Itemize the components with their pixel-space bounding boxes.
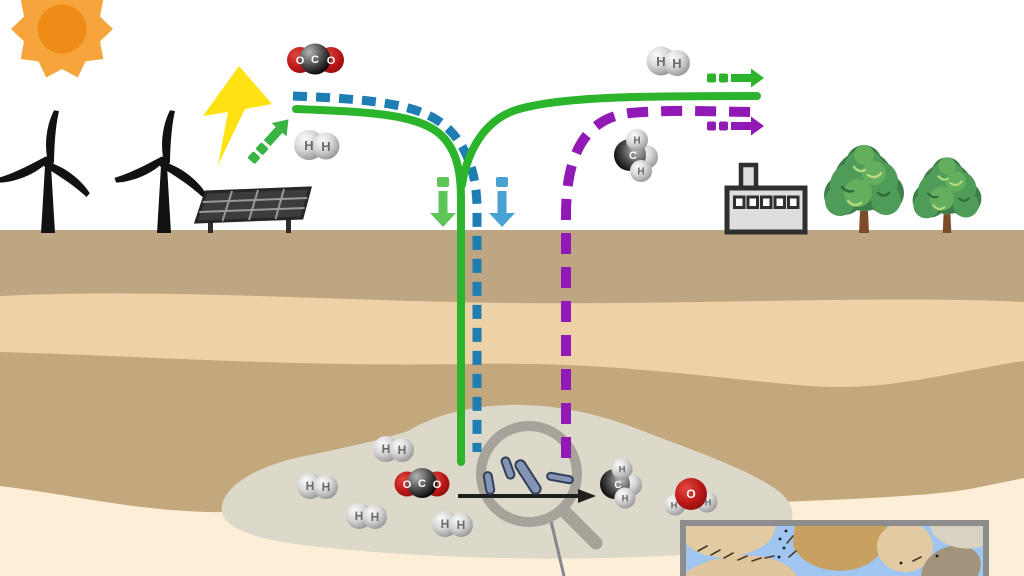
magnifier-icon [476,421,603,550]
inset-callout-line [549,520,566,576]
sand-grain [686,526,776,557]
grain-hatching [697,535,922,562]
co2-molecule-reservoir: O C O [394,468,450,498]
reaction-arrow [458,489,596,503]
svg-text:H: H [633,136,640,147]
svg-text:H: H [371,510,380,524]
h2-withdrawal-line [458,92,761,189]
electricity-arrow-icon [248,119,289,164]
h2-molecule-reservoir-4: H H [432,511,473,537]
svg-text:H: H [398,443,407,457]
h2o-molecule-reservoir: H O H [664,478,718,516]
pore-dots [777,529,939,565]
ch4-output-arrow [707,116,764,136]
porous-rock-inset [680,520,989,576]
sun-icon [11,0,113,78]
h2-molecule-surface-right: H H [646,46,690,76]
tree-icon [822,143,906,235]
svg-text:C: C [418,478,426,490]
microbes-icon [482,456,574,495]
sand-grain [929,526,983,549]
svg-text:C: C [311,54,319,66]
h2-output-arrow [707,68,764,88]
green-down-arrow [430,177,456,227]
svg-text:H: H [441,517,450,531]
ch4-production-line [561,105,758,458]
sand-grain [877,526,933,572]
svg-text:H: H [619,465,626,476]
svg-text:H: H [622,494,629,505]
h2-molecule-surface-left: H H [294,130,340,160]
svg-text:O: O [296,55,305,67]
tree-icon [911,156,983,235]
svg-text:C: C [629,150,637,162]
svg-text:H: H [355,509,364,523]
h2-molecule-reservoir-2: H H [297,473,338,499]
wind-turbine-icon [113,109,208,233]
inset-border [680,520,989,576]
svg-text:C: C [614,480,621,491]
svg-text:O: O [686,487,695,501]
svg-text:O: O [327,55,336,67]
sand-grain [793,526,888,571]
svg-text:H: H [705,498,712,509]
factory-icon [724,162,808,235]
svg-text:H: H [322,480,331,494]
svg-text:H: H [306,479,315,493]
svg-text:H: H [671,501,678,512]
co2-injection-line [292,91,482,452]
svg-text:H: H [672,56,681,71]
h2-molecule-reservoir-1: H H [373,436,414,462]
ch4-molecule-surface: H C H [614,129,658,182]
svg-text:H: H [656,54,665,69]
co2-molecule-surface: O C O [287,43,344,75]
sand-grain [921,545,981,576]
svg-text:H: H [457,518,466,532]
svg-text:H: H [637,167,644,178]
blue-down-arrow [489,177,515,227]
svg-text:O: O [403,479,412,491]
sand-grain [686,555,799,576]
svg-text:H: H [304,138,313,153]
solar-panel-icon [193,186,312,233]
svg-text:H: H [382,442,391,456]
svg-text:H: H [321,139,330,154]
svg-text:O: O [433,479,442,491]
wind-turbine-icon [0,109,92,233]
lightning-bolt-icon [203,66,272,165]
ch4-molecule-reservoir: H C H [600,458,642,509]
h2-molecule-reservoir-3: H H [346,503,387,529]
